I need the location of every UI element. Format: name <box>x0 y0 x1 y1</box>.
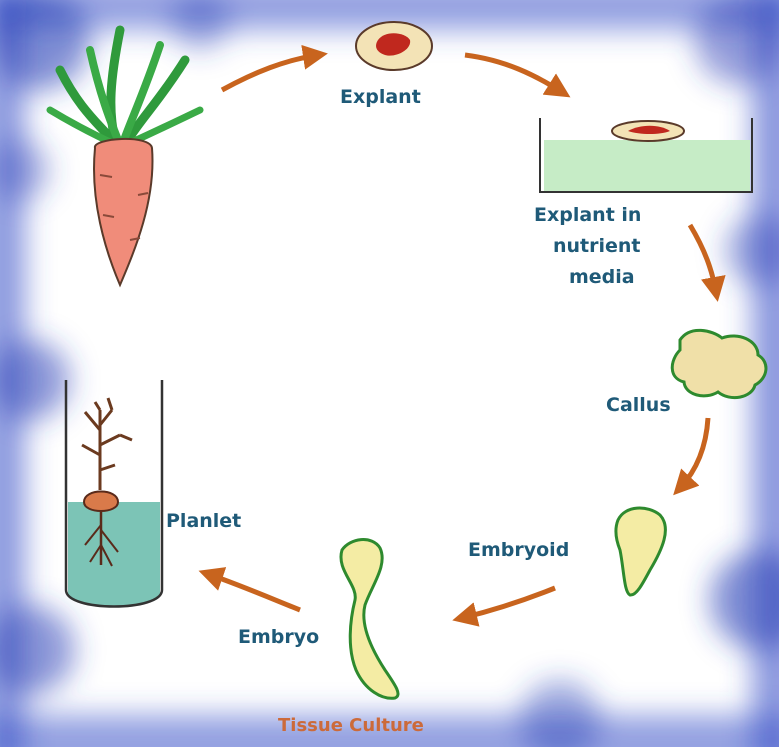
arrow-explant-to-media <box>465 55 562 92</box>
label-embryoid: Embryoid <box>468 537 569 564</box>
diagram-title: Tissue Culture <box>278 715 424 736</box>
label-planlet: Planlet <box>166 508 241 535</box>
label-explant-media-line1: Explant in <box>534 202 641 229</box>
label-explant: Explant <box>340 84 421 111</box>
arrow-embryo-to-planlet <box>208 574 300 610</box>
label-embryo: Embryo <box>238 624 319 651</box>
test-tube-plantlet-icon <box>66 380 162 607</box>
arrow-callus-to-embryoid <box>680 418 708 488</box>
nutrient-media-dish-icon <box>540 118 752 192</box>
arrow-carrot-to-explant <box>222 55 318 90</box>
explant-icon <box>356 22 432 70</box>
label-explant-media-line3: media <box>569 264 635 291</box>
embryoid-icon <box>616 508 666 595</box>
label-callus: Callus <box>606 392 671 419</box>
callus-icon <box>672 330 766 397</box>
arrow-embryoid-to-embryo <box>462 588 555 618</box>
label-explant-media-line2: nutrient <box>553 233 641 260</box>
embryo-icon <box>341 540 398 699</box>
arrow-media-to-callus <box>690 225 716 292</box>
